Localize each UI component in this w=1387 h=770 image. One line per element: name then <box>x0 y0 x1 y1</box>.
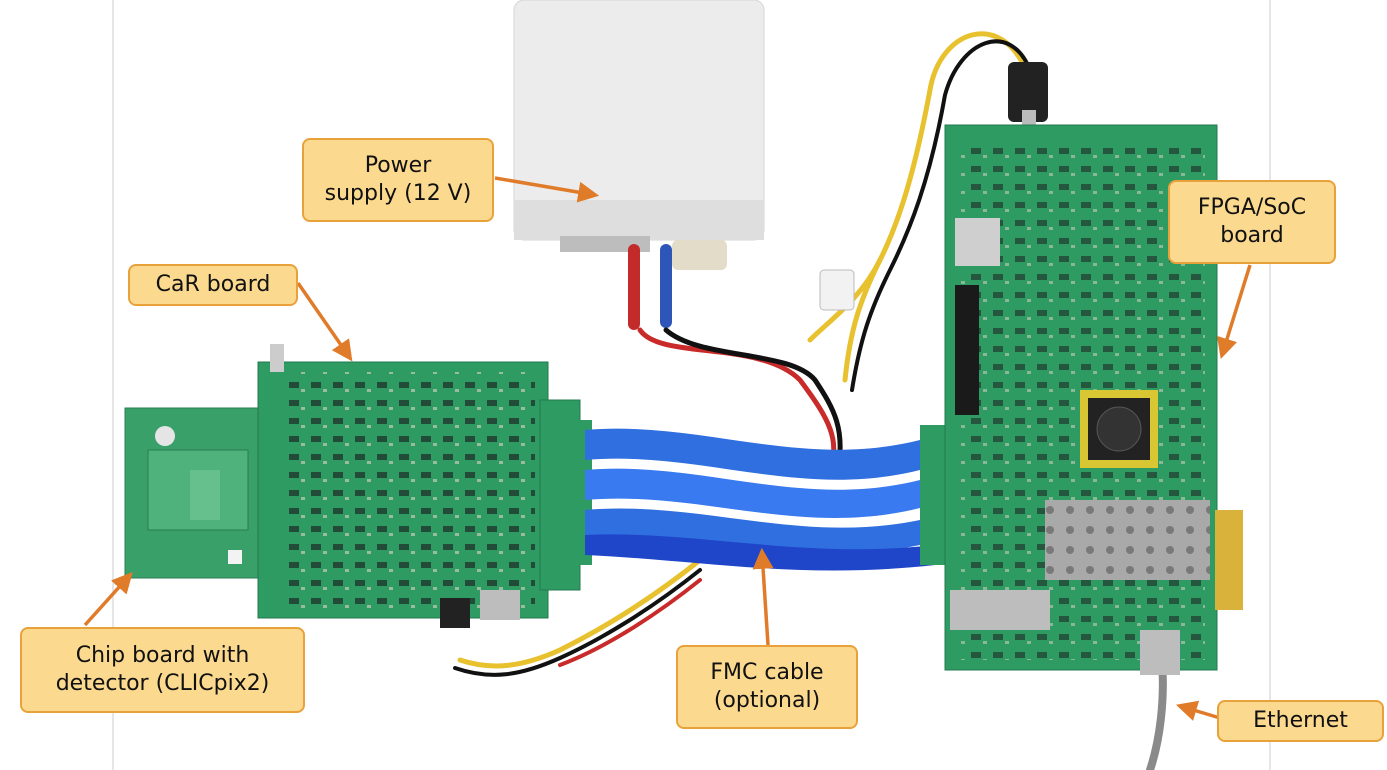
power-supply-label-line1: Power <box>364 153 432 178</box>
fmc-cable-label-line2: (optional) <box>713 688 821 713</box>
fmc-ribbon-cable <box>572 420 995 571</box>
ethernet-callout: Ethernet <box>1217 700 1384 742</box>
power-supply-label-line2: supply (12 V) <box>324 181 472 206</box>
power-supply-unit <box>513 0 765 330</box>
car-board <box>257 344 581 628</box>
fpga-board-label-line2: board <box>1220 223 1284 248</box>
car-board-label: CaR board <box>155 272 271 297</box>
fpga-board-label-line1: FPGA/SoC <box>1197 195 1307 220</box>
fpga-soc-board <box>944 124 1243 675</box>
fmc-cable-callout: FMC cable (optional) <box>676 645 858 729</box>
chip-board-callout: Chip board with detector (CLICpix2) <box>20 627 305 713</box>
power-plug <box>1008 62 1048 122</box>
ethernet-label: Ethernet <box>1253 708 1348 733</box>
power-supply-callout: Power supply (12 V) <box>302 138 494 222</box>
cable-connector <box>819 269 855 311</box>
callout-arrows <box>83 176 1252 721</box>
chip-board-label-line1: Chip board with <box>75 643 250 668</box>
chip-board-label-line2: detector (CLICpix2) <box>55 671 270 696</box>
car-board-callout: CaR board <box>128 264 298 306</box>
fmc-cable-label-line1: FMC cable <box>710 660 824 685</box>
power-cables <box>453 31 1167 770</box>
fpga-board-callout: FPGA/SoC board <box>1168 180 1336 264</box>
